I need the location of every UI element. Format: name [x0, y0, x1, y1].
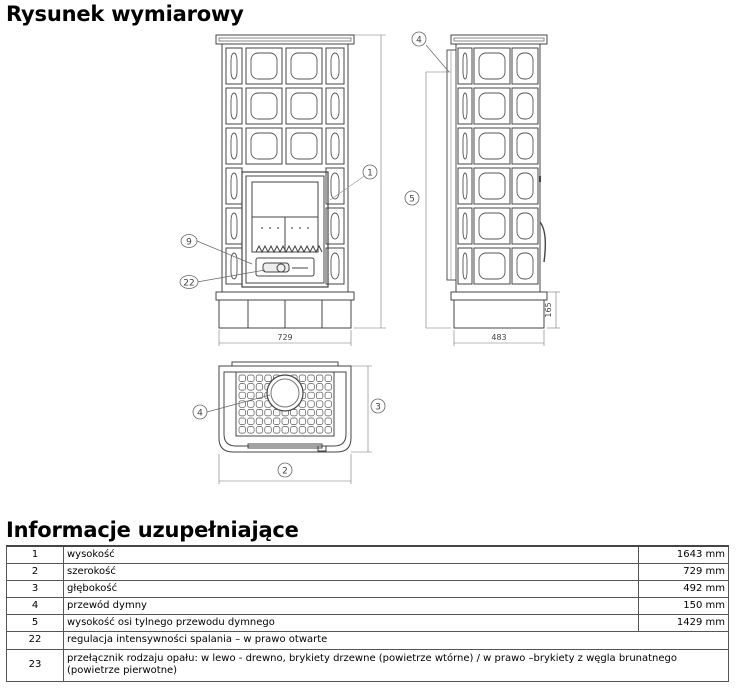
row-value: 1643 mm	[638, 545, 729, 564]
table-row: 22 regulacja intensywności spalania – w …	[6, 630, 729, 650]
callout-side-flue-height: 5	[404, 190, 420, 206]
table-row: 4 przewód dymny 150 mm	[6, 596, 729, 615]
row-number: 1	[6, 545, 64, 564]
svg-text:9: 9	[186, 238, 192, 248]
row-value: 729 mm	[638, 562, 729, 581]
row-number: 5	[6, 613, 64, 632]
callout-top-width: 2	[277, 462, 293, 478]
svg-text:22: 22	[183, 279, 194, 289]
callout-top-depth: 3	[370, 398, 386, 414]
svg-text:1: 1	[367, 169, 373, 179]
table-row: 3 głębokość 492 mm	[6, 579, 729, 598]
table-row: 2 szerokość 729 mm	[6, 562, 729, 581]
row-label: przewód dymny	[63, 596, 639, 615]
svg-text:3: 3	[375, 403, 381, 413]
info-title: Informacje uzupełniające	[6, 518, 299, 542]
row-number: 22	[6, 630, 64, 650]
table-row: 1 wysokość 1643 mm	[6, 545, 729, 564]
front-view	[196, 34, 386, 346]
table-row: 23 przełącznik rodzaju opału: w lewo - d…	[6, 648, 729, 682]
table-row: 5 wysokość osi tylnego przewodu dymnego …	[6, 613, 729, 632]
callout-front-height: 1	[362, 164, 378, 180]
top-view	[206, 361, 372, 484]
side-base-height-label: 165	[544, 302, 553, 317]
row-number: 3	[6, 579, 64, 598]
row-number: 23	[6, 648, 64, 682]
row-value: 150 mm	[638, 596, 729, 615]
callout-front-lever: 22	[179, 275, 199, 289]
side-tiles	[457, 47, 539, 285]
front-width-label: 729	[277, 333, 292, 342]
callout-top-flue: 4	[192, 404, 208, 420]
row-label: głębokość	[63, 579, 639, 598]
row-number: 4	[6, 596, 64, 615]
row-label: przełącznik rodzaju opału: w lewo - drew…	[63, 648, 729, 682]
row-label: szerokość	[63, 562, 639, 581]
side-depth-label: 483	[491, 333, 506, 342]
row-label: regulacja intensywności spalania – w pra…	[63, 630, 729, 650]
info-table: 1 wysokość 1643 mm 2 szerokość 729 mm 3 …	[6, 545, 729, 682]
callout-side-flue: 4	[411, 31, 427, 47]
row-label: wysokość osi tylnego przewodu dymnego	[63, 613, 639, 632]
svg-text:2: 2	[282, 467, 288, 477]
page-title: Rysunek wymiarowy	[6, 2, 244, 26]
row-number: 2	[6, 562, 64, 581]
svg-text:5: 5	[409, 195, 415, 205]
row-value: 1429 mm	[638, 613, 729, 632]
front-tiles	[225, 47, 345, 285]
callout-front-knob: 9	[180, 234, 198, 248]
svg-text:4: 4	[416, 36, 422, 46]
dimension-drawing: 1 9 22 729	[179, 31, 560, 484]
row-value: 492 mm	[638, 579, 729, 598]
row-label: wysokość	[63, 545, 639, 564]
svg-text:4: 4	[197, 409, 203, 419]
side-view	[425, 34, 560, 346]
